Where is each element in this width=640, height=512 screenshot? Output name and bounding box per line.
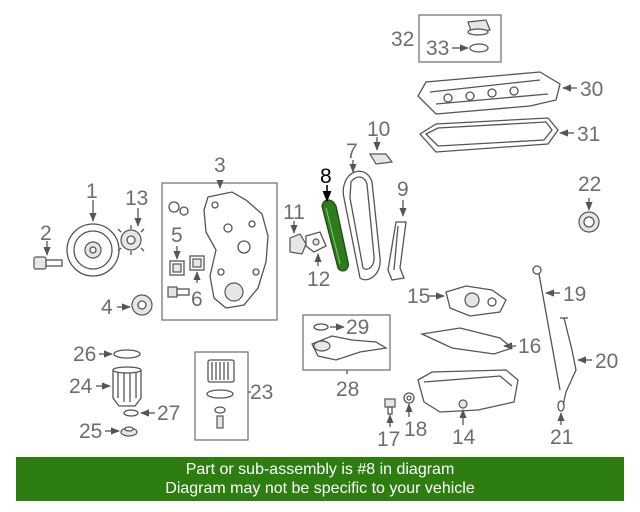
part-21-o-ring[interactable]	[557, 400, 565, 412]
part-18-drain-plug-gasket[interactable]	[403, 392, 415, 404]
callout-1: 1	[86, 180, 98, 203]
callout-11: 11	[283, 201, 305, 224]
part-33-cap-gasket[interactable]	[469, 43, 489, 53]
part-5-gasket[interactable]	[169, 260, 185, 276]
part-14-oil-pan[interactable]	[417, 369, 519, 413]
part-30-valve-cover[interactable]	[417, 71, 561, 115]
part-9-chain-guide[interactable]	[387, 221, 407, 281]
part-19-oil-dipstick[interactable]	[532, 265, 561, 391]
part-13-crankshaft-sprocket[interactable]	[117, 225, 145, 255]
parts-diagram: 1 2 13 4 3 5	[33, 14, 618, 451]
part-26-o-ring[interactable]	[113, 349, 141, 359]
callout-28: 28	[336, 378, 359, 401]
callout-14: 14	[452, 426, 476, 449]
callout-2: 2	[40, 222, 52, 245]
part-25-drain-cap[interactable]	[120, 426, 138, 437]
callout-13: 13	[125, 187, 148, 210]
callout-33: 33	[426, 37, 449, 60]
callout-32: 32	[391, 28, 414, 51]
oil-filter-element-group-box	[194, 351, 249, 441]
oil-cap-group-box	[418, 14, 502, 63]
part-3-timing-chain-cover[interactable]	[168, 191, 269, 309]
part-23-oil-filter-element[interactable]	[206, 359, 235, 429]
callout-7: 7	[346, 140, 358, 163]
callout-9: 9	[397, 178, 409, 201]
callout-22: 22	[578, 173, 601, 196]
part-27-o-ring[interactable]	[123, 409, 139, 417]
part-10-chain-guide-upper[interactable]	[368, 153, 394, 165]
callout-12: 12	[307, 268, 330, 291]
banner-line-2: Diagram may not be specific to your vehi…	[165, 480, 475, 497]
callout-4: 4	[101, 296, 113, 319]
part-1-crankshaft-pulley[interactable]	[66, 223, 120, 277]
part-22-seal[interactable]	[578, 211, 600, 233]
part-28-oil-strainer[interactable]	[311, 335, 388, 361]
callout-17: 17	[377, 428, 400, 451]
part-16-baffle-plate[interactable]	[419, 327, 514, 355]
callout-21: 21	[550, 426, 573, 449]
part-2-pulley-bolt[interactable]	[33, 256, 63, 270]
part-11-tensioner-plate[interactable]	[289, 233, 307, 255]
part-29-strainer-gasket[interactable]	[313, 323, 329, 331]
callout-20: 20	[595, 350, 618, 373]
callout-3: 3	[214, 154, 226, 177]
banner-line-1: Part or sub-assembly is #8 in diagram	[185, 461, 455, 478]
callout-27: 27	[157, 402, 180, 425]
callout-19: 19	[563, 283, 586, 306]
callout-30: 30	[580, 78, 603, 101]
callout-29: 29	[346, 316, 369, 339]
part-15-oil-pump[interactable]	[445, 285, 507, 317]
part-12-chain-tensioner[interactable]	[305, 231, 327, 253]
callout-15: 15	[407, 285, 430, 308]
part-8-chain-tensioner-arm[interactable]	[321, 199, 349, 272]
callout-31: 31	[577, 123, 600, 146]
part-24-oil-filter-cap[interactable]	[112, 366, 142, 407]
part-32-oil-filler-cap[interactable]	[467, 19, 491, 36]
part-6-gasket[interactable]	[189, 255, 205, 271]
callout-16: 16	[518, 335, 541, 358]
part-17-drain-plug[interactable]	[384, 398, 396, 415]
cover-bolt[interactable]	[167, 286, 190, 298]
callout-25: 25	[79, 420, 102, 443]
callout-23: 23	[250, 381, 273, 404]
callout-8: 8	[320, 165, 332, 188]
callout-24: 24	[69, 375, 93, 398]
callout-18: 18	[404, 418, 427, 441]
part-20-dipstick-tube[interactable]	[560, 317, 577, 411]
callout-5: 5	[171, 224, 183, 247]
callout-6: 6	[191, 288, 203, 311]
part-31-valve-cover-gasket[interactable]	[419, 117, 559, 153]
part-7-timing-chain[interactable]	[342, 170, 381, 281]
info-banner: Part or sub-assembly is #8 in diagram Di…	[16, 457, 624, 501]
part-4-oil-seal[interactable]	[131, 294, 153, 316]
callout-10: 10	[367, 118, 390, 141]
callout-26: 26	[73, 343, 96, 366]
